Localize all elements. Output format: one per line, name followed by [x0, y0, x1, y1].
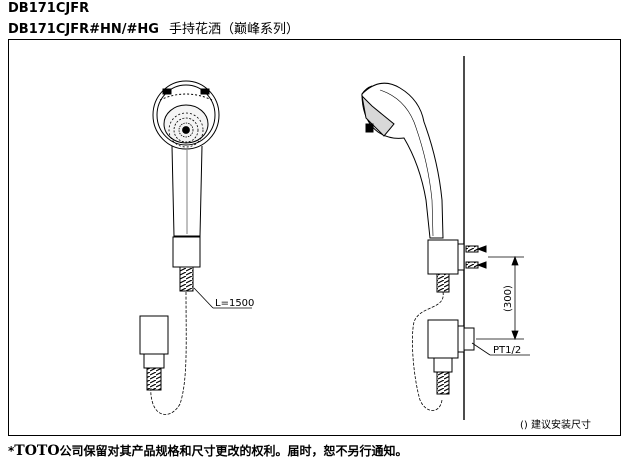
front-view-shower-head	[152, 80, 220, 150]
height-dimension-label: (300)	[503, 285, 514, 312]
spray-nozzle-pattern	[168, 112, 204, 148]
front-view-hose	[150, 291, 187, 415]
height-dimension	[476, 255, 524, 341]
thread-callout: PT1/2	[471, 342, 530, 356]
disclaimer-text: 公司保留对其产品规格和尺寸更改的权利。届时，恕不另行通知。	[59, 444, 408, 458]
model-number-variants: DB171CJFR#HN/#HG 手持花洒（巅峰系列）	[8, 18, 299, 37]
model-number-primary: DB171CJFR	[8, 1, 90, 16]
brand-name: TOTO	[14, 443, 60, 459]
side-view-wall-elbow	[427, 319, 475, 395]
footer-marker: *	[8, 444, 15, 458]
disclaimer-footer: *TOTO公司保留对其产品规格和尺寸更改的权利。届时，恕不另行通知。	[8, 442, 408, 459]
side-view-hose	[412, 291, 444, 411]
front-view-handle	[171, 145, 203, 292]
product-name: 手持花洒（巅峰系列）	[168, 22, 299, 37]
thread-label: PT1/2	[493, 345, 521, 356]
side-view-shower-head	[361, 82, 444, 239]
hose-length-callout: L=1500	[193, 287, 254, 309]
front-view-wall-bracket	[139, 315, 169, 391]
model-number-variant-text: DB171CJFR#HN/#HG	[8, 22, 159, 37]
side-view-upper-bracket	[427, 239, 487, 293]
hose-length-label: L=1500	[215, 298, 254, 309]
drawing-frame	[8, 39, 621, 436]
dimension-note: () 建议安装尺寸	[520, 418, 591, 431]
